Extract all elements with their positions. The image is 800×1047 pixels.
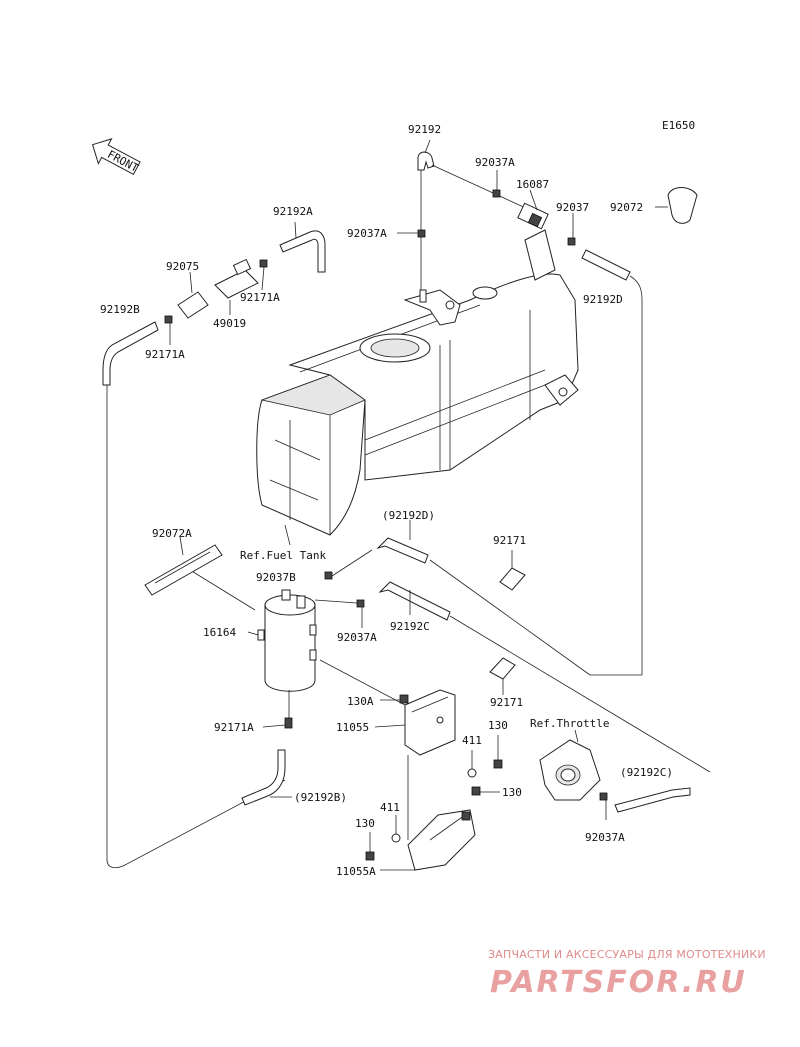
bolt-130-b: [471, 786, 500, 796]
label-92037A-low: 92037A: [585, 831, 625, 844]
label-16164: 16164: [203, 626, 236, 639]
clip-92171-top: [499, 550, 526, 591]
fuel-filter-49019: [214, 258, 259, 315]
hose-92192B-lower: [241, 690, 293, 806]
label-92192: 92192: [408, 123, 441, 136]
hose-92192: [417, 139, 531, 290]
label-16087: 16087: [516, 178, 549, 191]
canister-16164: [247, 589, 317, 692]
label-11055: 11055: [336, 721, 369, 734]
clip-92171-mid: [489, 657, 516, 695]
hose-92192C-throttle: [614, 787, 691, 813]
clamp-92037: [567, 213, 576, 246]
label-92171A-low: 92171A: [214, 721, 254, 734]
label-11055A: 11055A: [336, 865, 376, 878]
label-92037A-left: 92037A: [347, 227, 387, 240]
strap-92072A: [144, 536, 223, 596]
label-411-b: 411: [380, 801, 400, 814]
watermark-logo-text: PARTSFOR.RU: [490, 965, 747, 1000]
diagram-code: E1650: [662, 119, 695, 132]
clamp-92171A-top: [259, 259, 268, 291]
label-92037A-mid: 92037A: [337, 631, 377, 644]
label-92037A-top: 92037A: [475, 156, 515, 169]
front-label: FRONT: [105, 148, 141, 175]
bolt-130-a: [493, 735, 503, 769]
clamp-92171A-left: [164, 315, 173, 345]
label-92192B-paren: (92192B): [294, 791, 347, 804]
routing-line-bracket: [189, 569, 256, 611]
valve-16087: [517, 189, 549, 230]
coupler-92075: [177, 271, 209, 319]
hose-92192B: [102, 321, 286, 869]
bracket-11055A: [380, 809, 476, 871]
clamp-92037A-top: [492, 170, 501, 198]
label-130-b: 130: [502, 786, 522, 799]
front-arrow-icon: FRONT: [91, 138, 141, 175]
hose-92192D-mid: [376, 520, 591, 676]
throttle-body: [539, 729, 608, 820]
label-130A: 130A: [347, 695, 374, 708]
hose-92192D: [581, 249, 643, 676]
bolt-130-c: [365, 832, 375, 861]
label-92072A: 92072A: [152, 527, 192, 540]
label-92192D-paren: (92192D): [382, 509, 435, 522]
label-92171-mid: 92171: [490, 696, 523, 709]
label-92192A: 92192A: [273, 205, 313, 218]
bracket-11055: [319, 659, 456, 840]
label-92171A-top: 92171A: [240, 291, 280, 304]
label-92072: 92072: [610, 201, 643, 214]
watermark-tagline: ЗАПЧАСТИ И АКСЕССУАРЫ ДЛЯ МОТОТЕХНИКИ: [488, 948, 766, 961]
label-130-c: 130: [355, 817, 375, 830]
label-92192D: 92192D: [583, 293, 623, 306]
label-130-a: 130: [488, 719, 508, 732]
clamp-92037B: [324, 549, 373, 580]
label-92171A-left: 92171A: [145, 348, 185, 361]
routing-line-tank-to-canister: [284, 524, 291, 546]
label-ref-throttle: Ref.Throttle: [530, 717, 609, 730]
label-92192B: 92192B: [100, 303, 140, 316]
label-92171-top: 92171: [493, 534, 526, 547]
clamp-92037A-left: [397, 229, 426, 238]
bolt-130A: [380, 694, 409, 704]
label-92037: 92037: [556, 201, 589, 214]
label-92192C-paren: (92192C): [620, 766, 673, 779]
fuel-tank: [256, 229, 579, 536]
clip-92072: [655, 187, 698, 224]
washer-411-a: [467, 750, 477, 778]
hose-92192A: [279, 221, 326, 273]
label-411-a: 411: [462, 734, 482, 747]
label-92192C: 92192C: [390, 620, 430, 633]
label-ref-fuel-tank: Ref.Fuel Tank: [240, 549, 326, 562]
label-92037B: 92037B: [256, 571, 296, 584]
hose-92192C-mid: [378, 581, 711, 773]
washer-411-b: [391, 815, 401, 843]
label-49019: 49019: [213, 317, 246, 330]
label-92075: 92075: [166, 260, 199, 273]
clamp-92037A-mid: [314, 599, 365, 628]
watermark-logo: PARTSFOR.RU: [490, 965, 747, 1000]
